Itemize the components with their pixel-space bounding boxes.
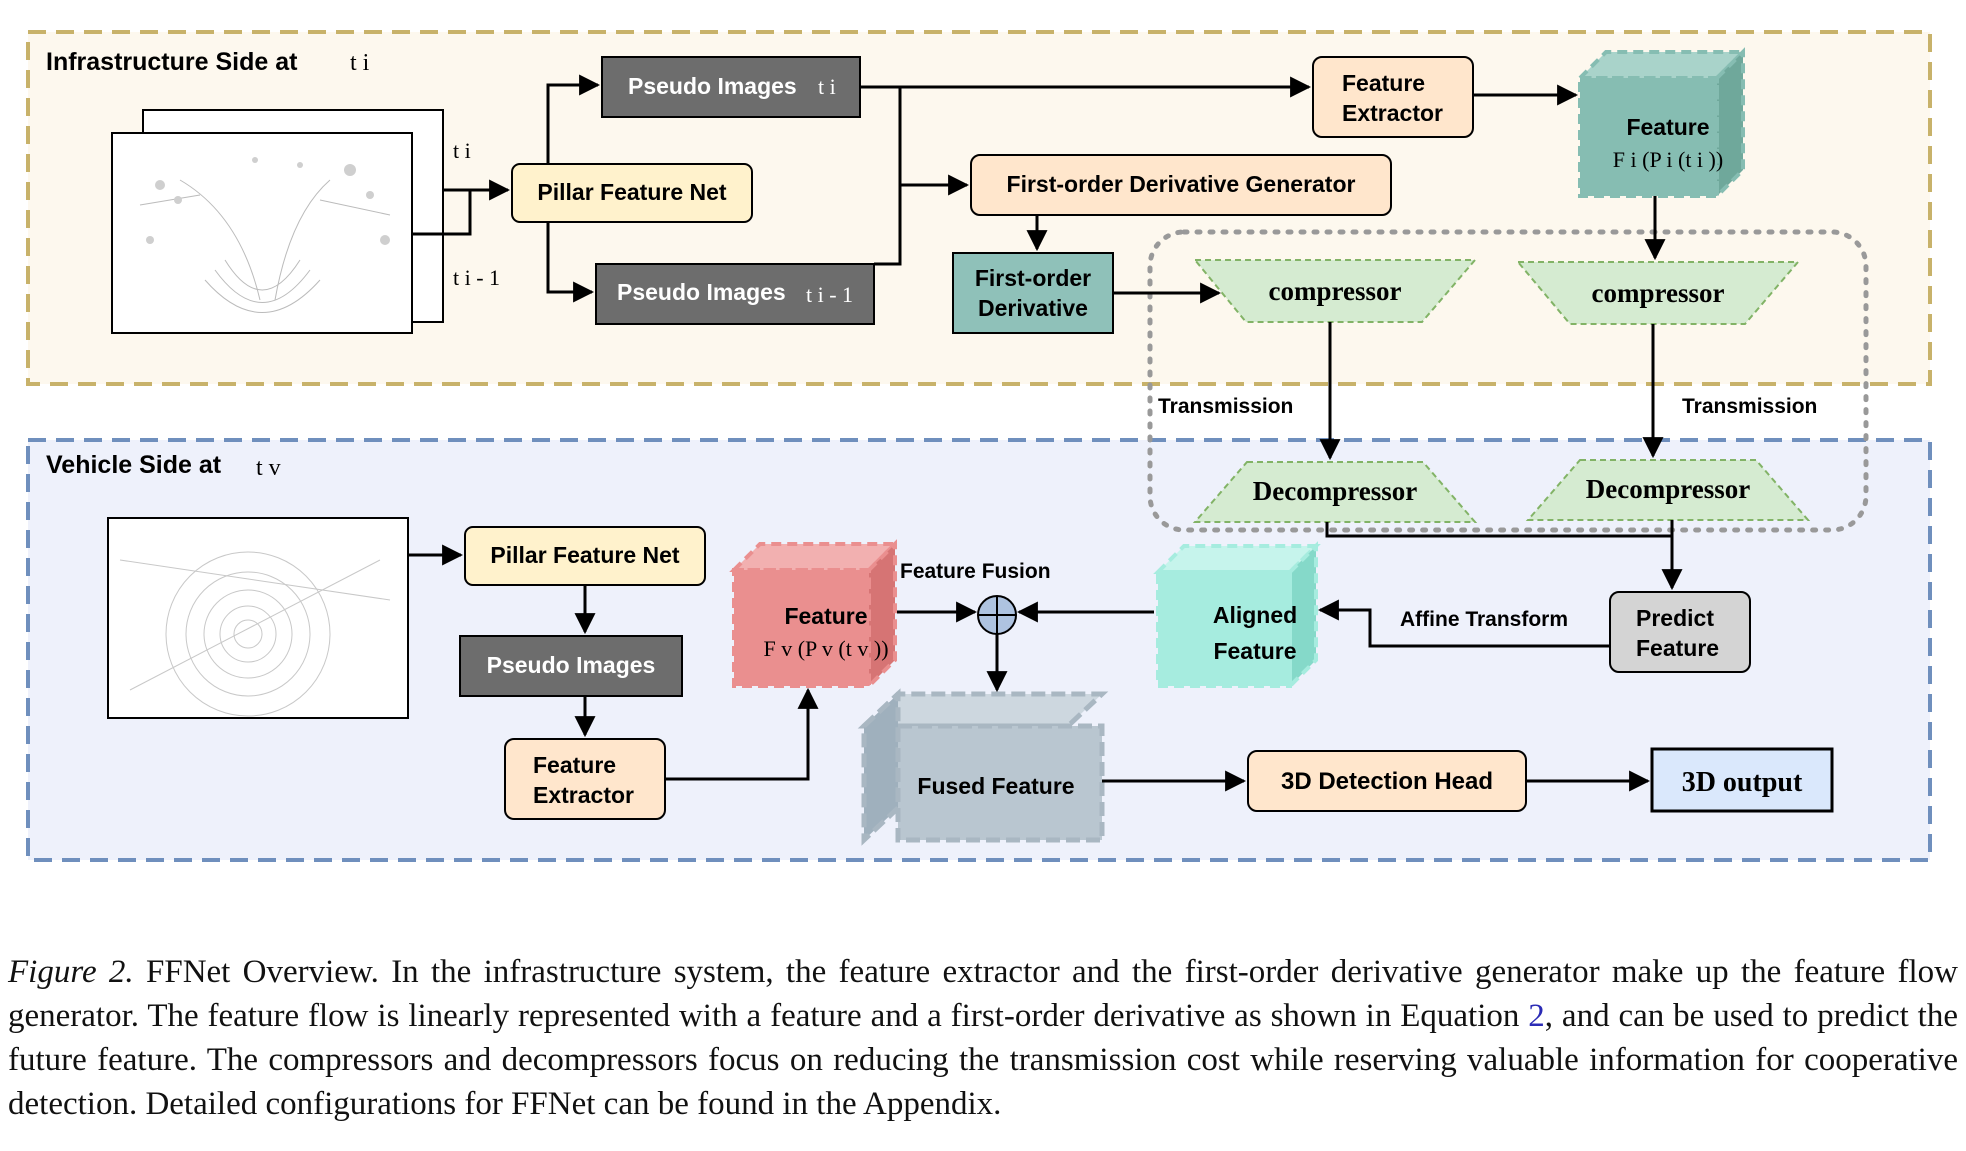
output-box xyxy=(1650,747,1834,813)
vehicle-feature-cube xyxy=(729,539,900,691)
fusion-plus-icon xyxy=(977,595,1017,635)
infra-extractor-line2: Extractor xyxy=(1342,100,1443,126)
infra-feature-extractor xyxy=(1312,56,1474,138)
decompressor-left xyxy=(1192,461,1478,523)
derivative-line2: Derivative xyxy=(978,295,1088,321)
infra-feature-cube xyxy=(1575,47,1748,201)
infra-pillar-feature-net xyxy=(511,163,753,223)
infra-feature-line2: F i (P i (t i )) xyxy=(1613,147,1723,172)
vehicle-title-sub: t v xyxy=(256,455,281,481)
derivative-line1: First-order xyxy=(975,265,1091,291)
derivative-generator xyxy=(970,154,1392,216)
caption-text-a: FFNet Overview. In the infrastructure sy… xyxy=(8,954,1958,1034)
infra-point-cloud-frames xyxy=(111,109,444,334)
predict-feature-line2: Feature xyxy=(1636,635,1719,661)
decompressor-left-label: Decompressor xyxy=(1253,476,1417,506)
aligned-feature-line1: Aligned xyxy=(1213,602,1297,628)
compressor-left xyxy=(1192,259,1478,323)
infra-frame-label-ti: t i xyxy=(453,138,471,163)
infra-frame-label-ti1: t i - 1 xyxy=(453,265,500,290)
output-label: 3D output xyxy=(1682,767,1803,798)
vehicle-pillar-label: Pillar Feature Net xyxy=(490,542,680,568)
vehicle-feature-line2: F v (P v (t v )) xyxy=(763,636,888,661)
infra-feature-line1: Feature xyxy=(1626,114,1709,140)
infra-title-sub: t i xyxy=(350,50,370,76)
decompressor-right-label: Decompressor xyxy=(1586,474,1750,504)
infra-pillar-label: Pillar Feature Net xyxy=(537,179,727,205)
compressor-right xyxy=(1515,261,1801,325)
derivative-generator-label: First-order Derivative Generator xyxy=(1007,171,1356,197)
decompressor-right xyxy=(1525,459,1811,521)
vehicle-extractor-line2: Extractor xyxy=(533,782,634,808)
fused-feature-label: Fused Feature xyxy=(917,773,1074,799)
caption-text-b: , and can be used to predict the future … xyxy=(8,998,1958,1122)
transmission-region xyxy=(1147,229,1869,533)
vehicle-feature-line1: Feature xyxy=(784,603,867,629)
vehicle-point-cloud-image xyxy=(107,517,409,719)
vehicle-extractor-line1: Feature xyxy=(533,752,616,778)
fused-feature-cube xyxy=(857,688,1109,846)
transmission-right-label: Transmission xyxy=(1682,395,1817,418)
infra-pseudo-images-ti1 xyxy=(595,263,875,325)
predict-feature-line1: Predict xyxy=(1636,605,1714,631)
infra-extractor-line1: Feature xyxy=(1342,70,1425,96)
aligned-feature-cube xyxy=(1153,541,1321,691)
aligned-feature-line2: Feature xyxy=(1213,638,1296,664)
infra-pseudo-ti-sub: t i xyxy=(818,74,836,99)
figure-caption: Figure 2. FFNet Overview. In the infrast… xyxy=(8,950,1958,1126)
predict-feature xyxy=(1609,591,1751,673)
feature-fusion-label: Feature Fusion xyxy=(900,560,1051,583)
caption-equation-link[interactable]: 2 xyxy=(1528,998,1545,1034)
vehicle-title: Vehicle Side at xyxy=(46,451,222,479)
vehicle-pseudo-label: Pseudo Images xyxy=(487,652,656,678)
transmission-left-label: Transmission xyxy=(1158,395,1293,418)
compressor-left-label: compressor xyxy=(1269,276,1402,306)
compressor-right-label: compressor xyxy=(1592,278,1725,308)
vehicle-pseudo-images xyxy=(459,635,683,697)
first-order-derivative xyxy=(952,252,1114,334)
affine-transform-label: Affine Transform xyxy=(1400,608,1568,631)
infra-point-cloud-image xyxy=(111,132,413,334)
infra-pseudo-images-ti xyxy=(601,56,861,118)
infra-pseudo-ti-label: Pseudo Images xyxy=(628,73,797,99)
connectors xyxy=(408,74,1683,792)
detection-head-label: 3D Detection Head xyxy=(1281,768,1493,795)
infra-title: Infrastructure Side at xyxy=(46,48,298,76)
infra-pseudo-ti1-sub: t i - 1 xyxy=(806,282,853,307)
infra-pseudo-ti1-label: Pseudo Images xyxy=(617,279,786,305)
caption-label: Figure 2. xyxy=(8,954,134,990)
